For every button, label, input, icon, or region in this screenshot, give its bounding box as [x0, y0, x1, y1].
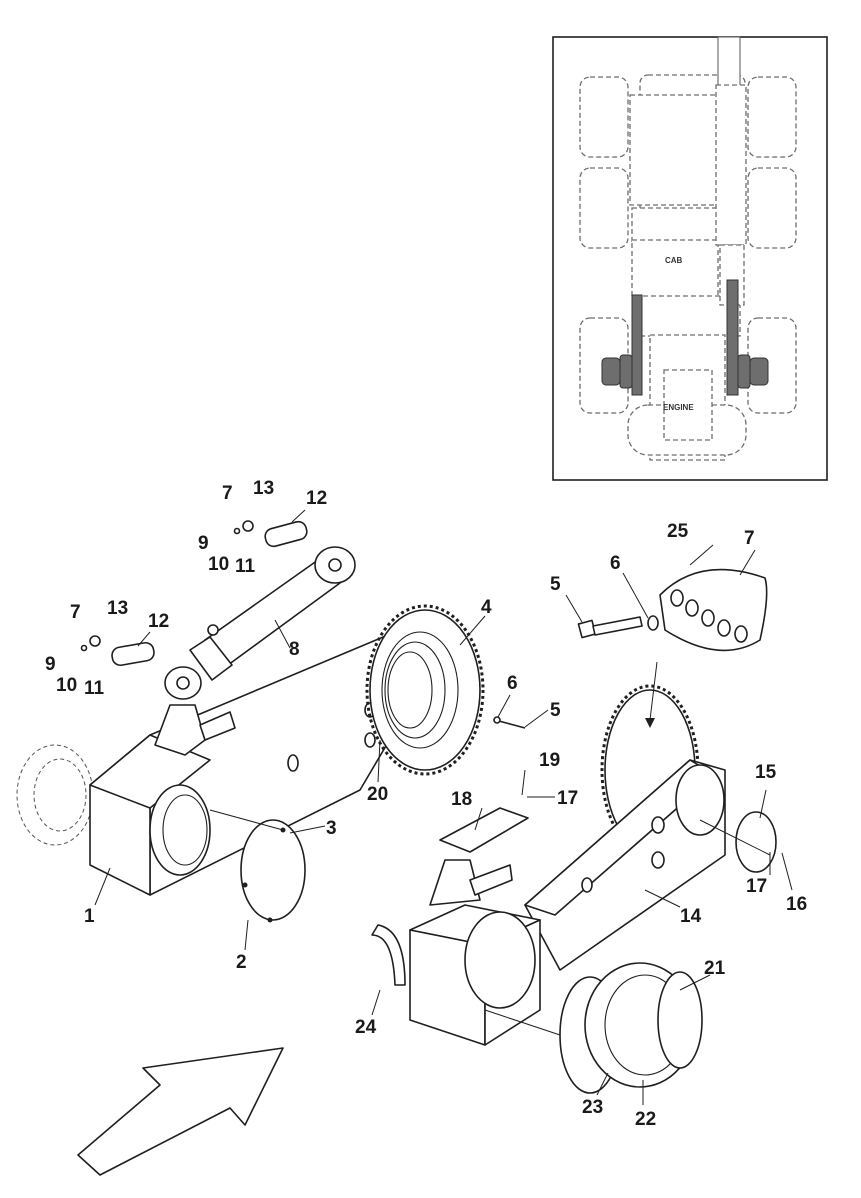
callout-leaders — [94, 509, 793, 1105]
callout-16: 16 — [786, 894, 807, 915]
callout-10-upper: 10 — [208, 554, 229, 575]
callout-3: 3 — [326, 818, 337, 839]
engine-label: ENGINE — [663, 403, 694, 412]
callout-12-upper: 12 — [306, 488, 327, 509]
callout-7-lower: 7 — [70, 602, 81, 623]
callout-14: 14 — [680, 906, 702, 927]
callout-15: 15 — [755, 762, 777, 783]
cab-label: CAB — [665, 256, 683, 265]
right-axle-housing — [371, 684, 777, 1094]
callout-7-upper: 7 — [222, 483, 233, 504]
callout-10-lower: 10 — [56, 675, 77, 696]
callout-5-bolt-detail: 5 — [550, 574, 561, 595]
callout-6-bolt-detail: 6 — [610, 553, 621, 574]
callout-8: 8 — [289, 639, 300, 660]
steering-cylinder — [80, 520, 356, 700]
callout-17-right: 17 — [746, 876, 767, 897]
callout-2: 2 — [236, 952, 247, 973]
callout-7-bolt-detail: 7 — [744, 528, 755, 549]
bolt-detail — [577, 568, 768, 652]
callout-22: 22 — [635, 1109, 656, 1130]
callout-25: 25 — [667, 521, 689, 542]
callout-labels: 1 2 3 4 5 5 6 6 7 7 7 8 9 9 10 10 11 11 … — [45, 478, 807, 1130]
front-direction-arrow — [77, 1047, 284, 1176]
callout-4: 4 — [481, 597, 492, 618]
callout-20: 20 — [367, 784, 388, 805]
location-inset: CAB ENGINE — [552, 36, 828, 481]
slew-ring-left — [365, 604, 526, 776]
callout-17-upper: 17 — [557, 788, 578, 809]
callout-18: 18 — [451, 789, 472, 810]
callout-23: 23 — [582, 1097, 603, 1118]
callout-21: 21 — [704, 958, 726, 979]
callout-12-lower: 12 — [148, 611, 169, 632]
callout-1: 1 — [84, 906, 95, 927]
callout-13-lower: 13 — [107, 598, 128, 619]
callout-13-upper: 13 — [253, 478, 274, 499]
callout-24: 24 — [355, 1017, 377, 1038]
callout-19: 19 — [539, 750, 560, 771]
callout-5: 5 — [550, 700, 561, 721]
left-axle-housing — [16, 631, 411, 923]
callout-6: 6 — [507, 673, 518, 694]
callout-9-lower: 9 — [45, 654, 56, 675]
callout-11-lower: 11 — [84, 678, 105, 699]
callout-11-upper: 11 — [235, 556, 256, 577]
callout-9-upper: 9 — [198, 533, 209, 554]
